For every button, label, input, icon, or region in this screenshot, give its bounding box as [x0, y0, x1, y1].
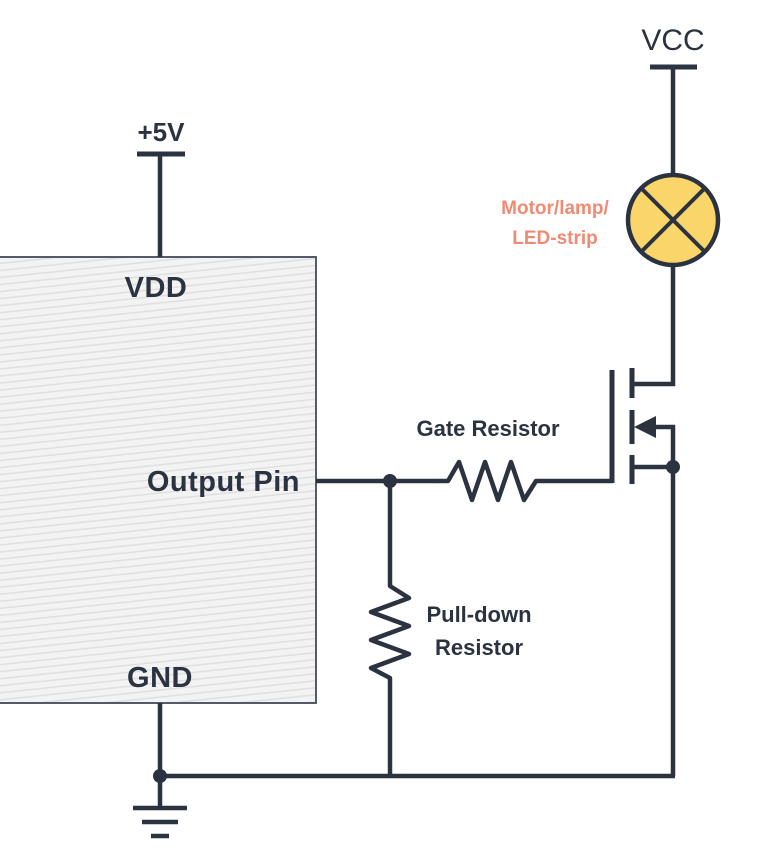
ground-net	[153, 703, 675, 808]
ground-symbol-icon	[133, 805, 187, 839]
pulldown-resistor	[368, 478, 412, 777]
plus5v-label: +5V	[138, 117, 186, 147]
lamp-load-icon	[625, 172, 721, 268]
gate-resistor	[435, 459, 615, 503]
vdd-pin-label: VDD	[125, 272, 188, 304]
source-junction-dot	[666, 460, 680, 474]
load-label-line2: LED-strip	[512, 228, 598, 249]
plus5v-supply	[137, 151, 185, 257]
mosfet-transistor	[609, 266, 680, 776]
gnd-pin-label: GND	[127, 662, 193, 694]
output-pin-label: Output Pin	[147, 466, 300, 498]
gate-resistor-label: Gate Resistor	[416, 416, 559, 441]
output-net	[316, 474, 438, 488]
mosfet-arrow-icon	[634, 416, 656, 438]
pulldown-resistor-label-line1: Pull-down	[426, 602, 531, 627]
pulldown-resistor-label-line2: Resistor	[435, 635, 523, 660]
vcc-supply	[650, 64, 697, 174]
vcc-label: VCC	[641, 24, 704, 57]
ic-chip-body	[0, 256, 317, 704]
load-label-line1: Motor/lamp/	[501, 198, 609, 219]
